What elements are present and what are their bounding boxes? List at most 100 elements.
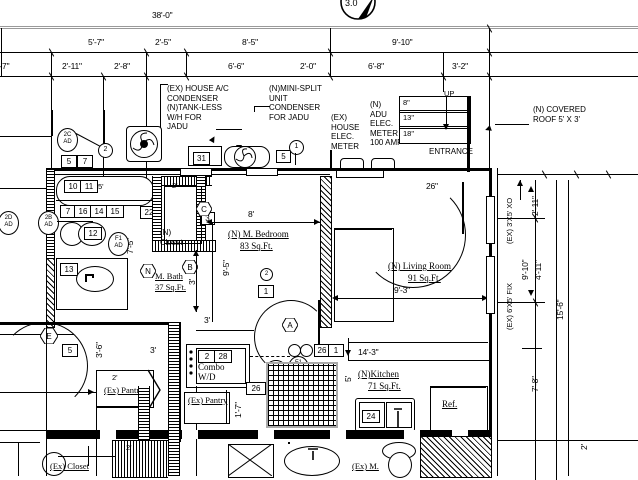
- left-lead-h2: [0, 188, 46, 189]
- witness-line-g: [489, 28, 490, 188]
- entry-door-swing: [0, 322, 88, 410]
- window-label-fix: (EX) 6'X5' FIX: [505, 282, 514, 330]
- callout-2b-top: 2B: [44, 215, 53, 221]
- room-area-kitchen: 71 Sq.Ft.: [368, 381, 401, 391]
- wall-break-5: [404, 430, 420, 439]
- detail-bubble-3-0[interactable]: [330, 0, 386, 28]
- equipment-tag-11[interactable]: 11: [80, 180, 98, 193]
- mini-split-fan-blades-icon: [235, 148, 253, 162]
- wall-break-3: [258, 430, 274, 439]
- callout-2b-ad[interactable]: 2B AD: [38, 211, 59, 235]
- bottom-vanity-basin: [284, 446, 340, 476]
- living-partition-top: [334, 228, 392, 230]
- dim-bedroom-8ft-arrow-l: [206, 219, 212, 225]
- witness-line-b: [103, 76, 104, 176]
- exterior-wall-right: [489, 168, 492, 476]
- stair-tread-8in: 8": [403, 98, 410, 107]
- living-door-leaf: [462, 182, 464, 234]
- wall-break-4: [330, 430, 346, 439]
- stair-up-arrowhead: [443, 124, 449, 130]
- right-dim-ext-2: [497, 302, 545, 303]
- callout-2c-ad[interactable]: 2C AD: [57, 128, 78, 152]
- circle-callout-1-leader: [295, 153, 296, 165]
- dim-band-line-3: [0, 76, 638, 77]
- detail-bubble-label: 3.0: [345, 0, 358, 8]
- equipment-tag-5-top[interactable]: 5: [276, 150, 291, 163]
- dim-closet-2ft: 2': [172, 181, 178, 190]
- dim-top2-2: 8'-5": [242, 37, 258, 47]
- wd-control-dots-icon: [189, 350, 193, 375]
- stair-riser-line-1b: [399, 112, 469, 113]
- leader-ac-3: [216, 129, 242, 130]
- hex-callout-c[interactable]: C: [196, 202, 212, 216]
- witness-line-h: [1, 28, 2, 76]
- circle-callout-2[interactable]: 2: [98, 143, 113, 158]
- svg-text:N: N: [145, 267, 151, 276]
- faucet-icon: [85, 274, 94, 282]
- left-bottom-line: [0, 430, 46, 431]
- window-right-fix: [486, 256, 495, 314]
- bath-counter-edge: [56, 200, 152, 201]
- hex-callout-b[interactable]: B: [182, 260, 198, 274]
- equipment-tag-7-left[interactable]: 7: [77, 155, 93, 168]
- equipment-tag-1-kitchen[interactable]: 26: [314, 344, 330, 357]
- dim-bedroom-8ft: 8': [248, 209, 254, 219]
- svg-text:C: C: [201, 205, 207, 214]
- equipment-tag-1-bedroom[interactable]: 1: [258, 285, 274, 298]
- dim-kitchen-5: 5': [343, 376, 353, 382]
- circle-callout-1[interactable]: 1: [289, 140, 304, 155]
- dim-top3-0: '-7": [0, 61, 10, 71]
- dim-band-line-1: [0, 26, 638, 27]
- witness-line-d: [186, 52, 187, 76]
- note-covered-roof: (N) COVERED ROOF 5' X 3': [533, 105, 586, 124]
- equipment-tag-2-kitchen[interactable]: 1: [328, 344, 344, 357]
- right-margin-line: [568, 180, 569, 476]
- equipment-tag-31[interactable]: 31: [193, 152, 210, 165]
- top-right-ext: [520, 180, 521, 200]
- right-dim-arrow-down: [528, 290, 534, 296]
- room-area-m-bedroom: 83 Sq.Ft.: [240, 241, 273, 251]
- dim-band-line-2: [0, 52, 638, 53]
- equipment-tag-5-left[interactable]: 5: [61, 155, 77, 168]
- label-closet: (N) Closet: [160, 228, 183, 247]
- room-label-m-bath: M. Bath: [155, 271, 183, 281]
- bottom-shower-drain-icon: [228, 444, 272, 476]
- witness-line-f: [443, 52, 444, 92]
- equipment-tag-15[interactable]: 15: [106, 205, 124, 218]
- leader-ac-2: [160, 84, 168, 85]
- note-mini-split: (N)MINI-SPLIT UNIT CONDENSER FOR JADU: [269, 84, 322, 122]
- callout-f1-ad-left[interactable]: F1 AD: [108, 232, 129, 256]
- hex-callout-n[interactable]: N: [140, 264, 156, 278]
- hex-callout-e[interactable]: E: [40, 328, 58, 344]
- hex-callout-a[interactable]: A: [282, 318, 298, 332]
- room-label-kitchen: (N)Kitchen: [358, 369, 399, 379]
- wall-studs-lower-left: [168, 322, 180, 476]
- equipment-tag-24[interactable]: 28: [214, 350, 232, 363]
- ac-condenser-hub: [140, 140, 148, 148]
- bottom-right-hatch: [420, 436, 492, 478]
- label-pantry-left: (Ex) Pantry: [104, 385, 144, 395]
- bottom-right-line-1: [497, 440, 638, 441]
- callout-2d-ad[interactable]: 2D AD: [0, 211, 19, 235]
- equipment-tag-26[interactable]: 26: [246, 382, 266, 395]
- kitchen-range-tile-block: [266, 362, 338, 428]
- entry-door-leaf: [0, 334, 74, 335]
- callout-f1-left-top: F1: [114, 236, 122, 242]
- note-ac-condenser: (EX) HOUSE A/C CONDENSER (N)TANK-LESS W/…: [167, 84, 229, 131]
- equipment-tag-12[interactable]: 12: [84, 227, 102, 240]
- bottom-dim-line: [58, 456, 116, 457]
- dim-top2-1: 2'-5": [155, 37, 171, 47]
- equipment-tag-13-bath[interactable]: 13: [60, 263, 78, 276]
- witness-line-c: [146, 52, 147, 182]
- leader-arrow-roof: [484, 125, 492, 133]
- label-combo-wd: Combo W/D: [198, 362, 225, 382]
- circle-callout-light[interactable]: 2: [260, 268, 273, 281]
- ceiling-fixture-2[interactable]: [300, 344, 313, 357]
- equipment-tag-5-lower[interactable]: 5: [62, 344, 78, 357]
- left-lead-v1: [52, 110, 53, 136]
- dim-top3-4: 2'-0": [300, 61, 316, 71]
- equipment-tag-13-kitchen[interactable]: 24: [362, 410, 380, 423]
- bottom-toilet-bowl: [388, 452, 412, 478]
- dim-3ft-a: 3': [204, 315, 210, 325]
- pantry-left-base: [96, 406, 138, 407]
